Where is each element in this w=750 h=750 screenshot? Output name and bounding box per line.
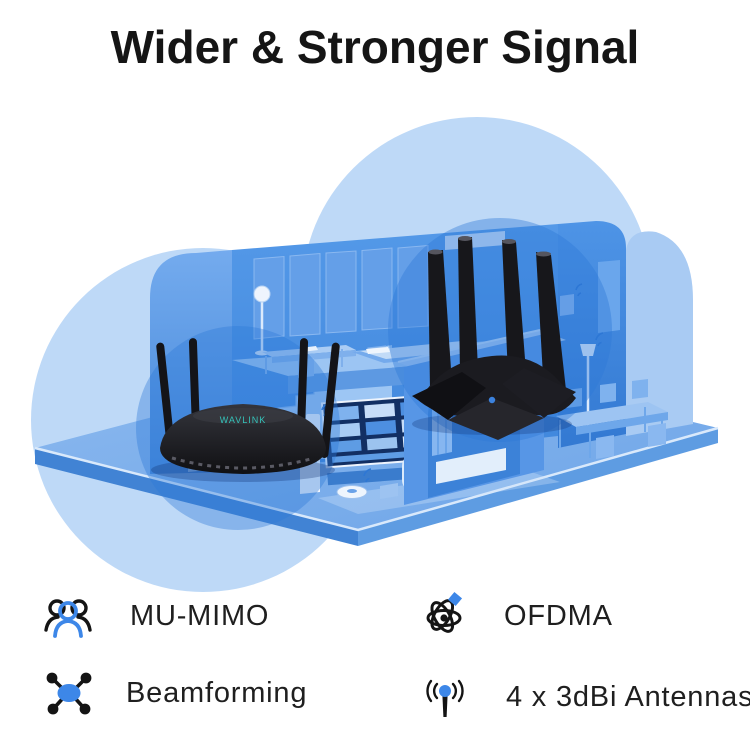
feature-label: 4 x 3dBi Antennas	[506, 680, 750, 713]
feature-label: MU-MIMO	[130, 599, 270, 632]
dining-area	[556, 332, 668, 459]
floor-lamp-shade	[580, 344, 596, 356]
dining-table	[556, 402, 668, 427]
wardrobe-panels	[253, 244, 429, 340]
feature-ofdma: OFDMA	[418, 590, 613, 642]
dining-chair	[596, 435, 614, 459]
bed-mattress	[360, 341, 488, 359]
wifi-arcs	[363, 468, 372, 483]
tall-wall-door-panel	[598, 260, 620, 333]
router-vents	[171, 456, 315, 470]
smart-speaker	[560, 294, 574, 316]
feature-mu-mimo: MU-MIMO	[42, 590, 269, 642]
dining-chair	[632, 379, 648, 399]
bed-pillow	[366, 347, 390, 354]
page-title: Wider & Stronger Signal	[110, 21, 640, 73]
feature-beamforming: Beamforming	[42, 666, 307, 720]
feature-antennas: 4 x 3dBi Antennas	[420, 672, 750, 722]
wifi-arcs	[575, 283, 583, 297]
stool	[380, 483, 398, 499]
platform-rim-highlight	[34, 426, 719, 532]
dining-chair	[600, 383, 616, 403]
router-left-dome	[160, 404, 326, 474]
beamforming-nodes-icon	[46, 672, 92, 715]
floor-platform-front-left	[35, 448, 358, 546]
feature-label: Beamforming	[126, 676, 308, 709]
bathtub-sofa	[436, 448, 506, 484]
wifi-arcs	[595, 332, 604, 347]
router-led	[488, 396, 496, 404]
antenna-signal-icon	[426, 679, 464, 717]
feature-label: OFDMA	[504, 599, 613, 632]
router-right-antennas	[428, 237, 566, 394]
dining-chair	[648, 423, 666, 447]
ofdma-atom-icon	[426, 591, 463, 633]
router-right	[412, 236, 576, 440]
mu-mimo-users-icon	[44, 599, 92, 638]
floor-platform-front-right	[358, 428, 718, 546]
standing-fan-head	[253, 285, 271, 303]
router-logo: WAVLINK	[220, 415, 267, 425]
router-left: WAVLINK	[151, 338, 340, 482]
